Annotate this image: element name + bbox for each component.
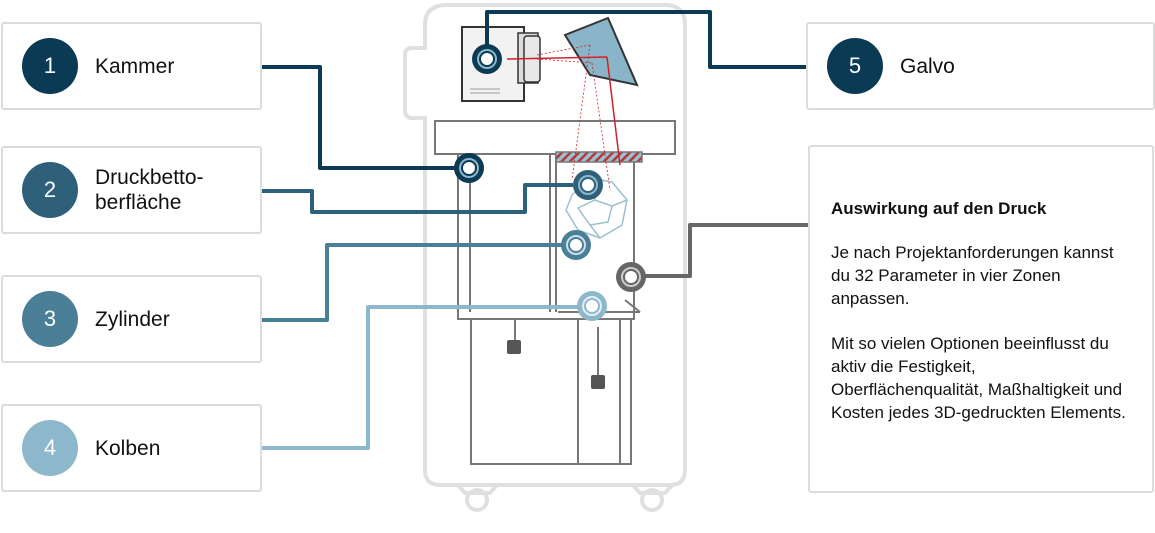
label-text: Druckbetto- berfläche [95,165,204,215]
connector-3 [262,243,562,322]
number-badge-1: 1 [22,38,78,94]
knob-left [507,340,521,354]
hotspot-5[interactable] [472,44,502,74]
info-paragraph-1: Je nach Projektanforderungen kannst du 3… [831,243,1114,308]
label-line-2: berfläche [95,191,182,214]
machine-body [403,2,687,512]
label-card-galvo[interactable]: 5 Galvo [806,22,1155,110]
hotspot-3[interactable] [561,230,591,260]
wheel-right [631,483,674,512]
number-badge-4: 4 [22,420,78,476]
hotspot-1[interactable] [454,153,484,183]
label-text: Galvo [900,54,955,78]
wheel-left [456,483,499,512]
label-card-kolben[interactable]: 4 Kolben [1,404,262,492]
connector-2 [262,183,573,214]
label-text: Zylinder [95,307,170,331]
label-card-kammer[interactable]: 1 Kammer [1,22,262,110]
info-title: Auswirkung auf den Druck [831,199,1047,218]
connector-5 [485,10,808,69]
connector-1 [262,65,455,170]
chamber-frame [434,120,676,465]
label-text: Kammer [95,54,175,78]
connector-info [643,223,808,278]
hotspot-4[interactable] [577,291,607,321]
knob-right [591,375,605,389]
number-badge-2: 2 [22,162,78,218]
connector-lines [262,10,808,450]
laser-beams [506,44,621,191]
number-badge-3: 3 [22,291,78,347]
info-paragraph-2: Mit so vielen Optionen beeinflusst du ak… [831,334,1126,422]
info-panel: Auswirkung auf den Druck Je nach Projekt… [808,145,1154,493]
label-card-zylinder[interactable]: 3 Zylinder [1,275,262,363]
hotspot-2[interactable] [573,170,603,200]
number-badge-5: 5 [827,38,883,94]
hotspot-info[interactable] [616,262,646,292]
galvo-mirror [563,16,639,87]
print-bed-window [555,151,643,163]
label-text: Kolben [95,436,161,460]
label-line-1: Druckbetto- [95,166,204,189]
connector-4 [262,305,578,450]
label-card-druckbettoberflaeche[interactable]: 2 Druckbetto- berfläche [1,146,262,234]
